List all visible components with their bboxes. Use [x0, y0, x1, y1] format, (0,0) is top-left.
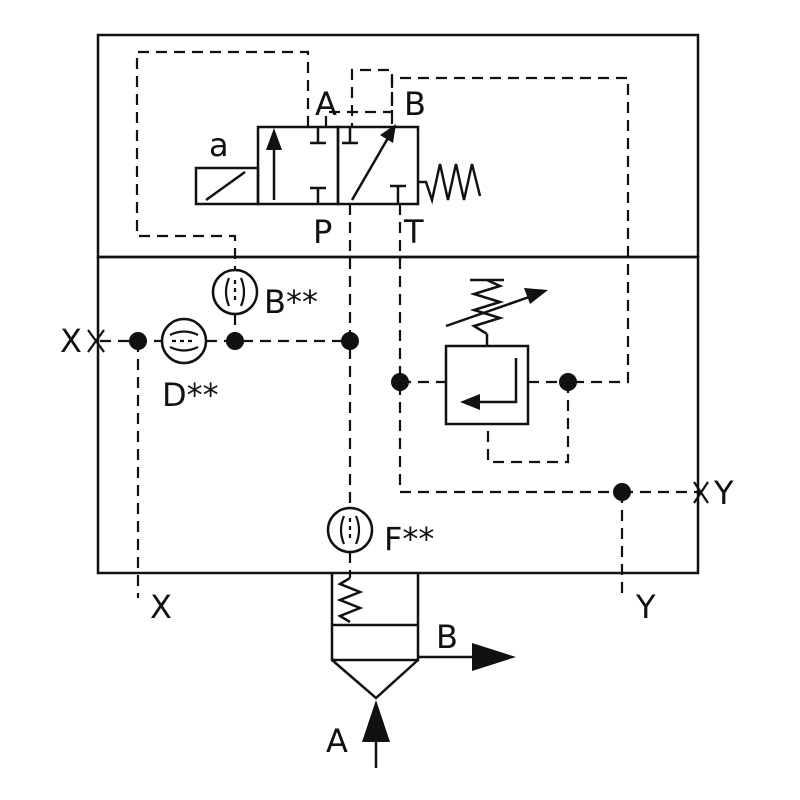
left-flow-arrow-icon [266, 128, 282, 150]
label-port-y-right: Y [713, 474, 734, 512]
label-port-a: A [315, 85, 337, 123]
relief-flow-arrow-icon [460, 394, 480, 410]
label-inlet-a: A [326, 722, 348, 760]
label-outlet-b: B [436, 618, 458, 656]
junction-dot [559, 373, 577, 391]
label-solenoid-a: a [209, 126, 229, 164]
junction-dot [613, 483, 631, 501]
label-port-x-left: X [60, 322, 82, 360]
adjust-arrow-line [445, 294, 533, 328]
junction-dot [226, 332, 244, 350]
adjust-arrow-icon [524, 288, 548, 304]
pressure-relief-valve [400, 278, 570, 464]
outlet-b-arrow-icon [472, 643, 516, 671]
inlet-a-arrow-icon [362, 700, 390, 742]
port-a-line [324, 68, 394, 127]
valve-square-right [336, 125, 420, 206]
label-orifice-f: F** [384, 520, 434, 558]
relief-spring-icon [469, 278, 505, 336]
pilot-line-a [135, 50, 310, 270]
label-port-y-bottom: Y [635, 588, 656, 626]
orifice-b [211, 268, 259, 342]
junction-dot [341, 332, 359, 350]
orifice-f [326, 506, 374, 578]
right-flow-arrow-icon [380, 124, 396, 143]
poppet-cone [331, 659, 419, 700]
label-orifice-b: B** [264, 283, 318, 321]
pilot-valve-housing [96, 33, 700, 259]
solenoid-coil-line [205, 170, 246, 202]
control-cover-block [96, 255, 700, 575]
junction-dot [391, 373, 409, 391]
port-b-line [390, 76, 630, 384]
label-port-b: B [404, 85, 426, 123]
pilot-directional-valve [194, 124, 482, 206]
return-spring-icon [418, 163, 482, 205]
label-port-p: P [313, 213, 332, 251]
label-port-t: T [403, 213, 424, 251]
label-orifice-d: D** [162, 376, 219, 414]
right-flow-line [350, 137, 390, 201]
port-t-line [398, 204, 622, 494]
label-port-x-bottom: X [150, 588, 172, 626]
valve-square-left [256, 125, 340, 206]
orifice-b-icon [211, 268, 259, 316]
cartridge-valve [330, 573, 516, 768]
junction-dot [129, 332, 147, 350]
cartridge-spring-icon [336, 576, 364, 624]
orifice-d [160, 317, 208, 365]
